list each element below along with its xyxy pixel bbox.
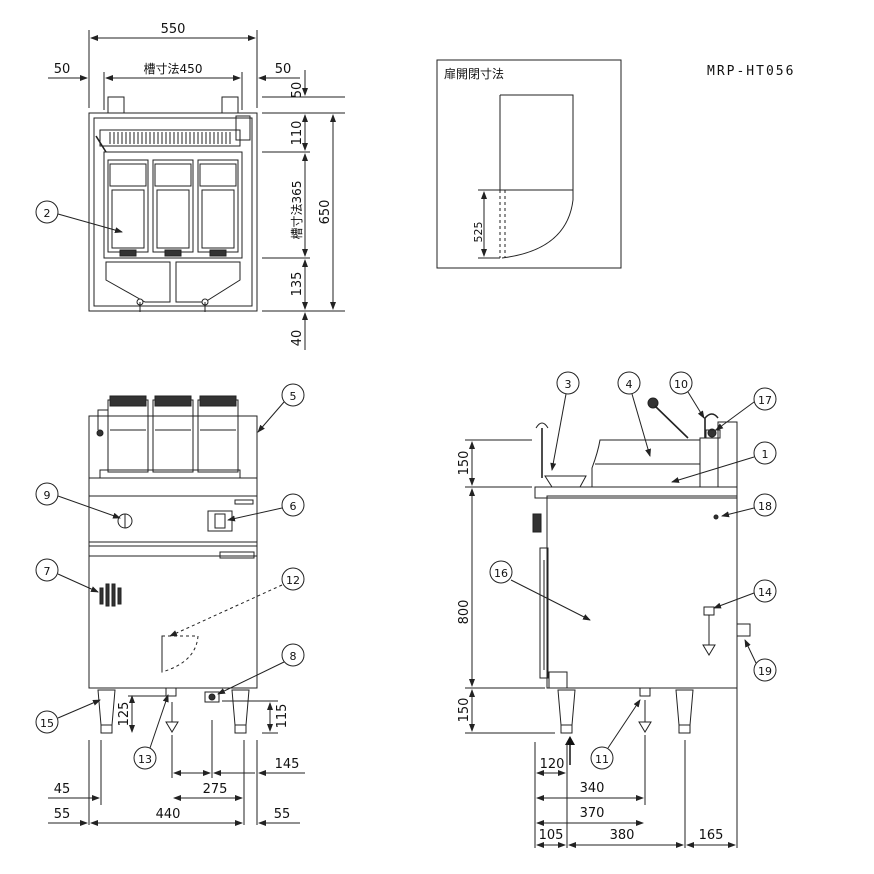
- dim-340: 340: [580, 781, 605, 796]
- svg-text:15: 15: [40, 717, 54, 730]
- dim-55-right: 55: [274, 807, 291, 822]
- dim-115: 115: [275, 704, 290, 729]
- svg-text:14: 14: [758, 586, 772, 599]
- dim-370: 370: [580, 806, 605, 821]
- callout-4: [617, 371, 641, 395]
- svg-text:6: 6: [290, 500, 297, 513]
- svg-text:8: 8: [290, 650, 297, 663]
- dim-165: 165: [699, 828, 724, 843]
- dim-120: 120: [540, 757, 565, 772]
- svg-text:2: 2: [44, 207, 51, 220]
- door-clearance-dim: 525: [472, 222, 485, 243]
- dim-40: 40: [290, 330, 305, 347]
- callout-8: [281, 643, 305, 667]
- dim-125: 125: [117, 702, 132, 727]
- svg-text:10: 10: [674, 378, 688, 391]
- dim-55-left: 55: [54, 807, 71, 822]
- top-view: 550 50 槽寸法450 50 50 110 槽寸法365 135 40 65…: [35, 22, 345, 350]
- dim-150-top: 150: [457, 451, 472, 476]
- dim-135: 135: [290, 272, 305, 297]
- callout-5: [281, 383, 305, 407]
- callout-7: [35, 558, 59, 582]
- door-clearance-label: 扉開閉寸法: [444, 67, 504, 81]
- callout-9: [35, 482, 59, 506]
- callout-19: [753, 658, 777, 682]
- svg-text:16: 16: [494, 567, 508, 580]
- dim-tank-365: 槽寸法365: [290, 181, 304, 240]
- dim-45: 45: [54, 782, 71, 797]
- callout-15: [35, 710, 59, 734]
- svg-text:11: 11: [595, 753, 609, 766]
- callout-18: [753, 493, 777, 517]
- callout-12: [281, 567, 305, 591]
- front-view: 125 115 145 45 275 55 440 55 5 9 6: [35, 383, 305, 826]
- svg-text:3: 3: [565, 378, 572, 391]
- dim-105: 105: [539, 828, 564, 843]
- callout-6: [281, 493, 305, 517]
- dim-380: 380: [610, 828, 635, 843]
- dim-150-bottom: 150: [457, 698, 472, 723]
- dim-110: 110: [290, 121, 305, 146]
- dim-50-right: 50: [275, 62, 292, 77]
- callout-3: [556, 371, 580, 395]
- svg-text:1: 1: [762, 448, 769, 461]
- callout-10: [669, 371, 693, 395]
- callout-14: [753, 579, 777, 603]
- svg-text:9: 9: [44, 489, 51, 502]
- dim-800: 800: [457, 600, 472, 625]
- callout-16: [489, 560, 513, 584]
- svg-text:19: 19: [758, 665, 772, 678]
- door-clearance-diagram: 扉開閉寸法 525: [436, 59, 622, 269]
- dim-550: 550: [161, 22, 186, 37]
- svg-text:18: 18: [758, 500, 772, 513]
- svg-text:4: 4: [626, 378, 633, 391]
- callout-17: [753, 387, 777, 411]
- dim-50-left: 50: [54, 62, 71, 77]
- dim-275: 275: [203, 782, 228, 797]
- dim-650: 650: [318, 200, 333, 225]
- svg-text:17: 17: [758, 394, 772, 407]
- svg-text:5: 5: [290, 390, 297, 403]
- callout-2: [35, 200, 59, 224]
- svg-text:12: 12: [286, 574, 300, 587]
- side-view: 150 800 150 120 340 370 105 380 165 3 4 …: [457, 371, 777, 848]
- svg-text:7: 7: [44, 565, 51, 578]
- model-number: MRP-HT056: [707, 64, 795, 79]
- dim-tank-450: 槽寸法450: [144, 62, 203, 76]
- callout-11: [590, 746, 614, 770]
- dim-145: 145: [275, 757, 300, 772]
- dim-440: 440: [156, 807, 181, 822]
- svg-text:13: 13: [138, 753, 152, 766]
- dim-50-back: 50: [290, 82, 305, 99]
- callout-13: [133, 746, 157, 770]
- callout-1: [753, 441, 777, 465]
